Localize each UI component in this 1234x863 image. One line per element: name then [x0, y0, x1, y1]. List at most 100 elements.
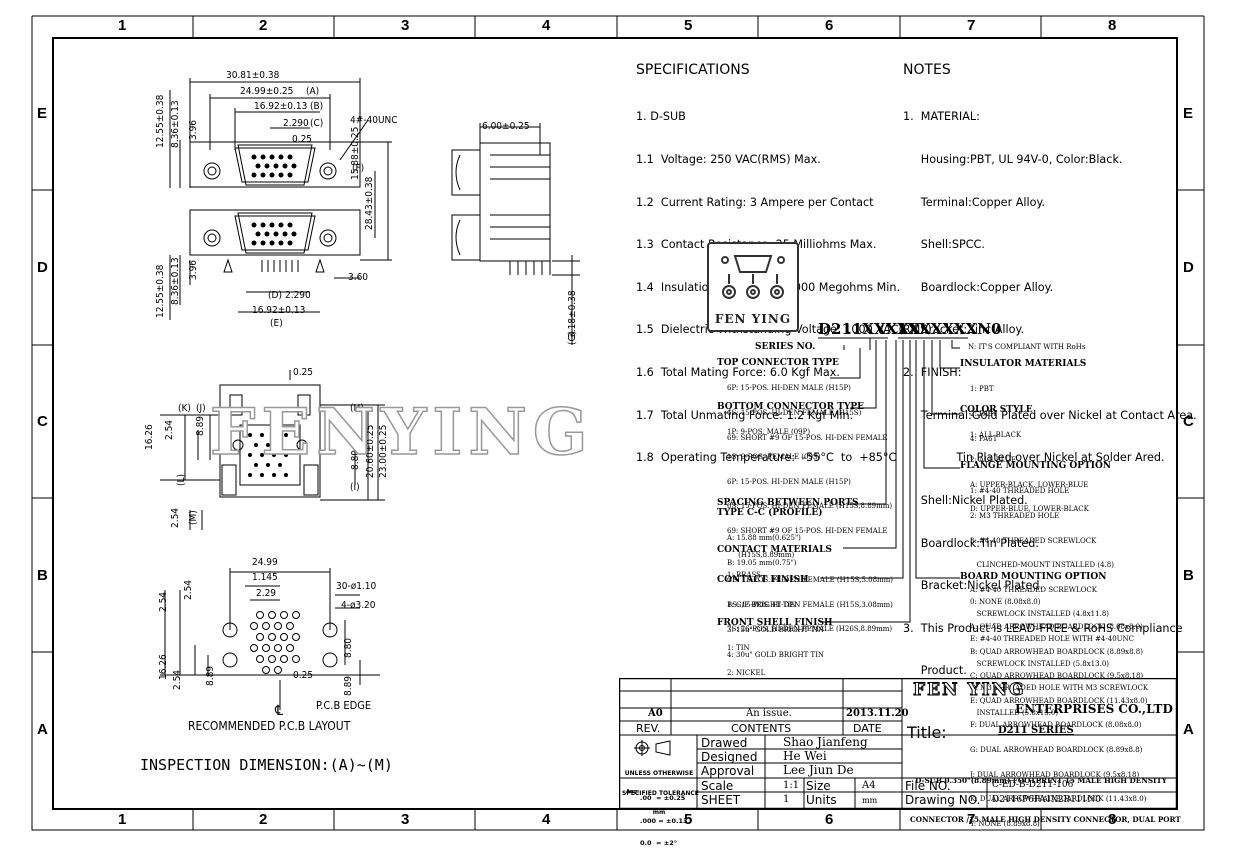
- dim-i-label: (I): [350, 482, 360, 493]
- side-view-drawing: [451, 123, 580, 345]
- dim-d-label: (D): [268, 290, 282, 301]
- zone-row-d: D: [37, 259, 48, 276]
- option-item: A: UPPER-BLACK, LOWER-BLUE: [970, 480, 1089, 489]
- option-item: 1: ALL BLACK: [970, 431, 1022, 440]
- option-item: B: QUAD ARROWHEAD BOARDLOCK (8.89x8.8): [970, 647, 1143, 656]
- option-item: 4: PA6T: [970, 434, 998, 443]
- spec-line: 1.7 Total Unmating Force: 1.2 Kgf Min.: [636, 408, 854, 422]
- zone-row-b-right: B: [1183, 567, 1194, 584]
- pcb-edge-label: P.C.B EDGE: [316, 699, 372, 712]
- option-item: SCREWLOCK INSTALLED (4.8x11.8): [970, 610, 1109, 619]
- units-value: mm: [862, 796, 878, 805]
- option-item: 2: M3 THREADED HOLE: [970, 512, 1060, 521]
- dim-1255-top: 12.55±0.38: [155, 94, 166, 148]
- option-group-contact-finish: CONTACT FINISH 1: G/F BRIGHT TIN 3: 15u"…: [717, 575, 824, 675]
- zone-col-1: 1: [118, 17, 127, 34]
- option-items: 6P: 15-POS. HI-DEN MALE (H15P) 6S: 15-PO…: [717, 368, 888, 458]
- zone-col-3-bottom: 3: [401, 811, 410, 828]
- centerline-symbol: ℄: [275, 703, 284, 719]
- option-item: 1: TIN: [727, 644, 750, 653]
- drawing-description: D-SUB 0.350"(8.89mm) FOOTPRINT 15 MALE H…: [910, 748, 1181, 852]
- option-item: A: 15.88 mm(0.625"): [727, 534, 801, 543]
- note-line: 3. This Product is LEAD-FREE & RoHS Comp…: [903, 621, 1183, 635]
- zone-col-8-bottom: 8: [1108, 811, 1117, 828]
- dim-pcb-254-b: 2.54: [183, 579, 194, 600]
- dim-unc: 4#-40UNC: [350, 115, 398, 126]
- series-no-label: SERIES NO.: [755, 342, 816, 352]
- zone-row-c: C: [37, 413, 48, 430]
- option-item: 7S: 26-POS. HI-DEN FEMALE (H26S,8.89mm): [727, 625, 893, 634]
- note-line: Bracket:Zinc Alloy.: [903, 323, 1025, 337]
- dim-600: 6.00±0.25: [482, 121, 530, 132]
- spec-line: 1.8 Operating Temperature: -55°C to +85°…: [636, 451, 897, 465]
- drawing-no-value: D2116P6PA1X2B111N0: [992, 795, 1101, 805]
- scale-value: 1:1: [783, 780, 800, 791]
- option-title: TOP CONNECTOR TYPE: [717, 358, 839, 368]
- option-item: 6S: 15-POS. HI-DEN FEMALE (H15S): [727, 409, 862, 418]
- dim-1626: 16.26: [144, 424, 155, 450]
- tolerance-ang-label: Ang:: [626, 789, 640, 795]
- dim-d: 2.290: [285, 290, 311, 301]
- dim-pcb-1626: 16.26: [158, 654, 169, 680]
- note-line: Shell:Nickel Plated.: [903, 493, 1028, 507]
- file-no-value: C-ED-B-D211-106: [992, 780, 1074, 790]
- dim-889-a: 8.89: [195, 415, 206, 436]
- option-title: CONTACT MATERIALS: [717, 545, 832, 555]
- note-line: 1. MATERIAL:: [903, 110, 980, 124]
- tolerance-line: SPECIFIED TOLERANCE: [622, 789, 699, 797]
- spec-line: 1.2 Current Rating: 3 Ampere per Contact: [636, 195, 874, 209]
- zone-col-6: 6: [825, 17, 834, 34]
- zone-col-8: 8: [1108, 17, 1117, 34]
- dim-a-label: (A): [306, 86, 320, 97]
- option-item: 1: PBT: [970, 385, 994, 394]
- dim-e-label: (E): [270, 318, 283, 329]
- note-line: Bracket:Nickel Plated.: [903, 579, 1044, 593]
- zone-col-6-bottom: 6: [825, 811, 834, 828]
- option-item: (H15S,8.89mm): [727, 551, 795, 560]
- dim-360: 3.60: [348, 272, 369, 283]
- projection-symbol-icon: [634, 740, 671, 756]
- company-logo: FEN YING: [707, 242, 799, 332]
- option-item: B: 19.05 mm(0.75"): [727, 559, 797, 568]
- notes-list: 1. MATERIAL: Housing:PBT, UL 94V-0, Colo…: [903, 82, 1197, 693]
- dim-bottom-025: 0.25: [293, 367, 314, 378]
- option-group-board-mounting: BOARD MOUNTING OPTION 0: NONE (8.08x8.0)…: [960, 572, 1147, 845]
- option-item: 1: G/F BRIGHT TIN: [727, 601, 797, 610]
- dim-f-label: (F): [352, 163, 365, 174]
- zone-row-d-right: D: [1183, 259, 1194, 276]
- note-line: Boardlock:Tin Plated.: [903, 536, 1039, 550]
- dim-254-b: 2.54: [170, 507, 181, 528]
- dim-025: 0.25: [292, 134, 313, 145]
- option-title: FRONT SHELL FINISH: [717, 618, 833, 628]
- rohs-note: N: IT'S COMPLIANT WITH RoHs: [968, 343, 1086, 351]
- rev-contents: An issue.: [746, 708, 792, 719]
- zone-col-7-bottom: 7: [967, 811, 976, 828]
- option-item: 3: #4-40 THREADED SCREWLOCK: [970, 536, 1097, 545]
- option-items: 1: G/F BRIGHT TIN 3: 15u" GOLD BRIGHT TI…: [717, 585, 824, 675]
- note-line: 2. FINISH:: [903, 366, 962, 380]
- note-line: Tin Plated over Nickel at Solder Ared.: [903, 451, 1165, 465]
- dim-a: 24.99±0.25: [240, 86, 294, 97]
- tolerance-block: UNLESS OTHERWISE SPECIFIED TOLERANCE mm: [622, 758, 699, 830]
- dim-pcb-229: 2.29: [256, 588, 277, 599]
- dim-1255-bottom: 12.55±0.38: [155, 264, 166, 318]
- option-item: C: QUAD ARROWHEAD BOARDLOCK (9.5x8.18): [970, 672, 1144, 681]
- dim-pcb-2499: 24.99: [252, 557, 278, 568]
- option-item: F: DUAL ARROWHEAD BOARDLOCK (8.08x8.0): [970, 721, 1142, 730]
- zone-row-c-right: C: [1183, 413, 1194, 430]
- option-item: G: DUAL ARROWHEAD BOARDLOCK (8.89x8.8): [970, 746, 1143, 755]
- dim-l-label: (L): [176, 473, 187, 486]
- contents-header: CONTENTS: [731, 722, 792, 735]
- option-item: J: DUAL ARROWHEAD BOARDLOCK (9.5x8.18): [970, 770, 1140, 779]
- option-item: E: #4-40 THREADED HOLE WITH #4-40UNC: [970, 635, 1135, 644]
- specifications-list: 1. D-SUB 1.1 Voltage: 250 VAC(RMS) Max. …: [636, 82, 932, 480]
- zone-row-e-right: E: [1183, 105, 1194, 122]
- zone-col-1-bottom: 1: [118, 811, 127, 828]
- tolerance-line: .000 = ±0.13: [640, 816, 688, 825]
- option-group-bottom-connector: BOTTOM CONNECTOR TYPE 1P: 9-POS. MALE (0…: [717, 402, 893, 650]
- part-code-suffix: 1XXXXXXN0: [897, 320, 1002, 338]
- file-no-label: File NO.: [905, 779, 951, 793]
- option-item: 4: 30u" GOLD BRIGHT TIN: [727, 650, 825, 659]
- option-title: INSULATOR MATERIALS: [960, 359, 1087, 369]
